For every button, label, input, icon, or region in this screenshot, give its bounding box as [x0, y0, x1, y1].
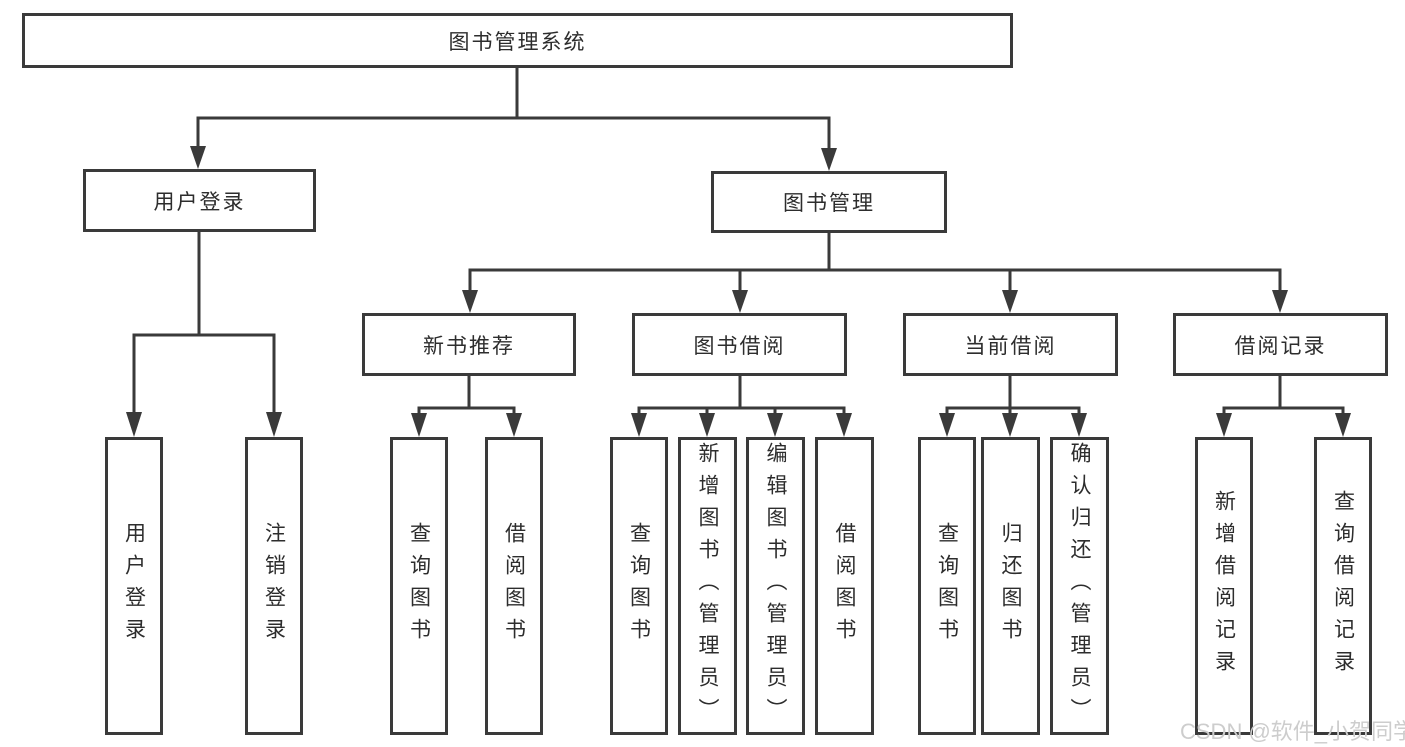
leaf-borrow-query-label: 查询图书: [627, 522, 651, 650]
node-user-login-label: 用户登录: [153, 190, 246, 214]
leaf-logout: 注销登录: [245, 437, 303, 735]
node-current-borrowing: 当前借阅: [903, 313, 1118, 376]
leaf-borrow-add-admin: 新增图书（管理员）: [678, 437, 737, 735]
leaf-records-query-label: 查询借阅记录: [1331, 490, 1355, 682]
leaf-borrow-book-label: 借阅图书: [833, 522, 857, 650]
leaf-records-add-label: 新增借阅记录: [1212, 490, 1236, 682]
leaf-borrow-edit-admin-label: 编辑图书（管理员）: [764, 442, 788, 730]
node-book-management: 图书管理: [711, 171, 947, 233]
leaf-borrow-edit-admin: 编辑图书（管理员）: [746, 437, 805, 735]
leaf-new-book-query-label: 查询图书: [407, 522, 431, 650]
leaf-new-book-query: 查询图书: [390, 437, 448, 735]
node-book-borrowing-label: 图书借阅: [693, 334, 786, 358]
leaf-logout-label: 注销登录: [262, 522, 286, 650]
node-current-borrowing-label: 当前借阅: [964, 334, 1057, 358]
node-root-label: 图书管理系统: [448, 30, 587, 54]
leaf-user-login: 用户登录: [105, 437, 163, 735]
leaf-user-login-label: 用户登录: [122, 522, 146, 650]
node-book-management-label: 图书管理: [783, 192, 875, 215]
leaf-current-query: 查询图书: [918, 437, 976, 735]
leaf-new-book-borrow: 借阅图书: [485, 437, 543, 735]
leaf-borrow-query: 查询图书: [610, 437, 668, 735]
node-user-login: 用户登录: [83, 169, 316, 232]
leaf-borrow-add-admin-label: 新增图书（管理员）: [696, 442, 720, 730]
csdn-watermark: CSDN @软件_小贺同学: [1180, 719, 1405, 744]
node-new-book-recommend: 新书推荐: [362, 313, 576, 376]
node-borrowing-records-label: 借阅记录: [1234, 334, 1327, 358]
node-new-book-recommend-label: 新书推荐: [423, 334, 515, 358]
leaf-current-confirm-admin-label: 确认归还（管理员）: [1068, 442, 1092, 730]
leaf-records-query: 查询借阅记录: [1314, 437, 1372, 735]
leaf-new-book-borrow-label: 借阅图书: [502, 522, 526, 650]
node-book-borrowing: 图书借阅: [632, 313, 847, 376]
leaf-borrow-book: 借阅图书: [815, 437, 874, 735]
node-root: 图书管理系统: [22, 13, 1013, 68]
leaf-current-confirm-admin: 确认归还（管理员）: [1050, 437, 1109, 735]
leaf-current-return: 归还图书: [981, 437, 1040, 735]
leaf-current-return-label: 归还图书: [999, 522, 1023, 650]
node-borrowing-records: 借阅记录: [1173, 313, 1388, 376]
leaf-records-add: 新增借阅记录: [1195, 437, 1253, 735]
leaf-current-query-label: 查询图书: [935, 522, 959, 650]
